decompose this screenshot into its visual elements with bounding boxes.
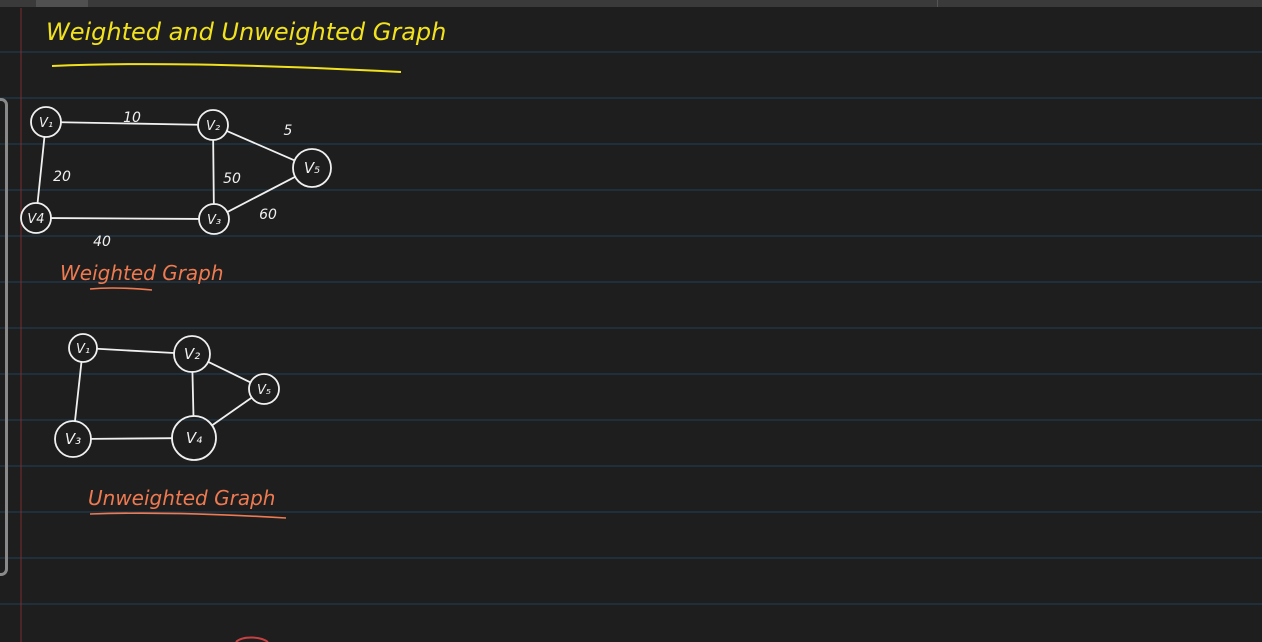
weighted-node-v5: V₅ [292, 148, 332, 188]
weighted-edge-weight: 10 [123, 110, 141, 126]
weighted-graph: V₁ V₂ V₅ V4 V₃ 10 5 20 50 60 40 [20, 106, 332, 250]
active-tab-indicator[interactable] [36, 0, 88, 7]
weighted-node-v2: V₂ [197, 109, 229, 141]
unweighted-node-v1: V₁ [68, 333, 98, 363]
unweighted-graph-caption: Unweighted Graph [88, 486, 275, 510]
unweighted-node-circle [173, 335, 211, 373]
weighted-edge-weight: 20 [53, 169, 71, 185]
weighted-node-circle [20, 202, 52, 234]
weighted-node-label: V4 [27, 212, 44, 227]
unweighted-node-label: V₁ [76, 342, 90, 357]
unweighted-caption-underline [89, 512, 287, 519]
unweighted-node-label: V₅ [257, 383, 271, 398]
weighted-edge-weight: 60 [259, 207, 277, 223]
weighted-edge-v4-v3 [50, 217, 200, 220]
weighted-node-v3: V₃ [198, 203, 230, 235]
unweighted-graph: V₁ V₂ V₅ V₃ V₄ [54, 333, 280, 461]
weighted-node-circle [198, 203, 230, 235]
weighted-edge-v2-v5 [225, 130, 296, 162]
weighted-node-v4: V4 [20, 202, 52, 234]
weighted-edge-v1-v4 [36, 136, 46, 204]
weighted-edge-v5-v3 [226, 175, 297, 213]
weighted-node-label: V₅ [304, 159, 320, 177]
weighted-node-circle [292, 148, 332, 188]
unweighted-edge-v1-v2 [96, 347, 175, 354]
weighted-node-circle [30, 106, 62, 138]
unweighted-node-circle [171, 415, 217, 461]
unweighted-node-label: V₂ [184, 345, 200, 363]
window-top-bar [0, 0, 1262, 7]
page-title: Weighted and Unweighted Graph [46, 18, 446, 46]
unweighted-node-label: V₄ [186, 429, 202, 447]
weighted-node-label: V₁ [39, 116, 53, 131]
weighted-graph-caption: Weighted Graph [60, 261, 224, 285]
partial-red-mark [235, 636, 269, 642]
weighted-caption-underline [89, 287, 153, 291]
tab-divider [937, 0, 938, 7]
unweighted-node-circle [248, 373, 280, 405]
unweighted-edge-v2-v4 [191, 371, 195, 417]
unweighted-node-v2: V₂ [173, 335, 211, 373]
weighted-edge-v1-v2 [60, 121, 199, 126]
side-panel-handle[interactable] [0, 98, 8, 576]
unweighted-node-v5: V₅ [248, 373, 280, 405]
weighted-node-label: V₂ [206, 119, 220, 134]
unweighted-node-v4: V₄ [171, 415, 217, 461]
weighted-edge-v2-v3 [212, 139, 215, 205]
weighted-edge-weight: 50 [223, 171, 241, 187]
unweighted-node-circle [54, 420, 92, 458]
unweighted-edge-v5-v4 [211, 396, 253, 427]
weighted-node-circle [197, 109, 229, 141]
title-underline [51, 63, 402, 73]
weighted-edge-weight: 40 [93, 234, 111, 250]
weighted-node-label: V₃ [207, 213, 221, 228]
unweighted-node-v3: V₃ [54, 420, 92, 458]
unweighted-edge-v1-v3 [74, 361, 83, 423]
ruled-lines [0, 51, 1262, 605]
unweighted-edge-v3-v4 [90, 437, 173, 440]
unweighted-node-label: V₃ [65, 430, 81, 448]
weighted-edge-weight: 5 [284, 123, 293, 139]
weighted-node-v1: V₁ [30, 106, 62, 138]
unweighted-edge-v2-v5 [207, 360, 252, 384]
unweighted-node-circle [68, 333, 98, 363]
